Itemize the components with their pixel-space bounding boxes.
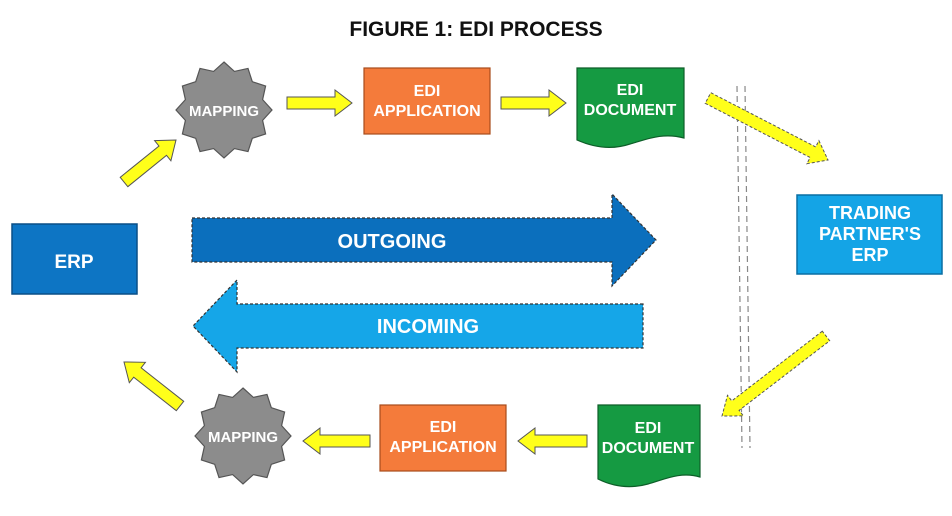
- edi-application-bottom-node: EDI APPLICATION: [379, 404, 507, 472]
- partner-label-line-3: ERP: [851, 245, 888, 265]
- mapping-top-node: MAPPING: [175, 61, 273, 159]
- app-bottom-line-2: APPLICATION: [389, 439, 496, 456]
- trading-partner-erp-node: TRADING PARTNER'S ERP: [796, 194, 943, 275]
- edi-document-top-node: EDI DOCUMENT: [576, 67, 685, 149]
- transmission-line-left: [736, 85, 743, 449]
- figure-title: FIGURE 1: EDI PROCESS: [349, 18, 602, 41]
- incoming-arrow: INCOMING: [192, 278, 644, 374]
- mapping-bottom-label: MAPPING: [208, 429, 278, 446]
- mapping-bottom-node: MAPPING: [194, 387, 292, 485]
- arrow-mapping-to-erp: [123, 361, 185, 412]
- outgoing-arrow: OUTGOING: [191, 192, 657, 288]
- doc-bottom-line-1: EDI: [635, 420, 662, 437]
- arrow-erp-to-mapping: [119, 139, 177, 188]
- doc-top-line-2: DOCUMENT: [584, 102, 677, 119]
- incoming-label: INCOMING: [377, 316, 479, 338]
- edi-application-top-node: EDI APPLICATION: [363, 67, 491, 135]
- app-top-line-1: EDI: [414, 83, 441, 100]
- arrow-mapping-to-application: [286, 88, 353, 118]
- erp-label: ERP: [54, 252, 93, 273]
- arrow-document-to-partner: [704, 92, 829, 165]
- mapping-top-label: MAPPING: [189, 103, 259, 120]
- partner-label-line-2: PARTNER'S: [819, 224, 921, 244]
- erp-node: ERP: [11, 223, 138, 295]
- edi-document-bottom-node: EDI DOCUMENT: [597, 404, 701, 488]
- outgoing-label: OUTGOING: [338, 231, 447, 253]
- doc-top-line-1: EDI: [617, 82, 644, 99]
- arrow-document-to-application: [517, 426, 588, 456]
- arrow-partner-to-document: [721, 330, 831, 417]
- arrow-application-to-mapping: [302, 426, 371, 456]
- app-top-line-2: APPLICATION: [373, 103, 480, 120]
- doc-bottom-line-2: DOCUMENT: [602, 440, 695, 457]
- arrow-application-to-document: [500, 88, 567, 118]
- partner-label-line-1: TRADING: [829, 203, 911, 223]
- app-bottom-line-1: EDI: [430, 419, 457, 436]
